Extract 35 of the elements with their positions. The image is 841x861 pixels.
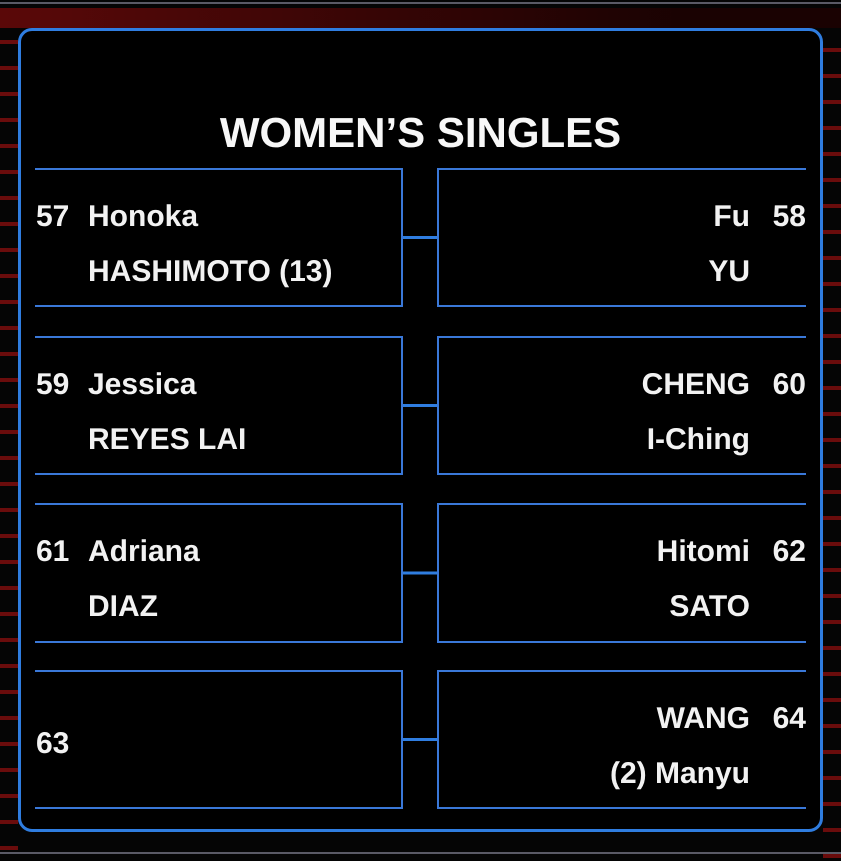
player-name: YU (708, 254, 750, 290)
player-name: I-Ching (646, 422, 750, 458)
player-slot (35, 503, 403, 643)
title: WOMEN’S SINGLES (220, 109, 622, 157)
player-name: Fu (713, 199, 750, 235)
player-slot (437, 503, 806, 643)
draw-number: 63 (36, 726, 70, 762)
player-slot (437, 336, 806, 475)
player-slot (437, 168, 806, 307)
player-name: Jessica (88, 367, 196, 403)
player-name: Hitomi (656, 534, 750, 570)
player-name: WANG (656, 701, 750, 737)
player-name: (2) Manyu (610, 756, 750, 792)
player-name: REYES LAI (88, 422, 246, 458)
player-slot (35, 670, 403, 809)
player-slot (35, 336, 403, 475)
draw-number: 58 (772, 199, 806, 235)
player-name: CHENG (642, 367, 750, 403)
player-name: SATO (669, 589, 750, 625)
player-slot (437, 670, 806, 809)
player-name: HASHIMOTO (13) (88, 254, 332, 290)
player-name: Honoka (88, 199, 198, 235)
connector-line (403, 572, 437, 574)
draw-number: 57 (36, 199, 70, 235)
draw-number: 64 (772, 701, 806, 737)
connector-line (403, 236, 437, 239)
player-name: Adriana (88, 534, 200, 570)
draw-number: 59 (36, 367, 70, 403)
draw-number: 62 (772, 534, 806, 570)
connector-line (403, 404, 437, 407)
player-name: DIAZ (88, 589, 158, 625)
draw-number: 60 (772, 367, 806, 403)
connector-line (403, 738, 437, 741)
draw-number: 61 (36, 534, 70, 570)
player-slot (35, 168, 403, 307)
